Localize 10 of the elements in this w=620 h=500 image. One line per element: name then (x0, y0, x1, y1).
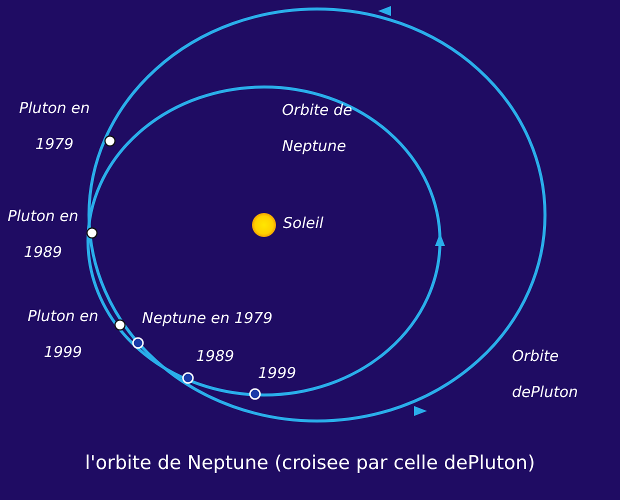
caption: l'orbite de Neptune (croisee par celle dePluton) (84, 452, 536, 474)
position-label: Pluton en 1999 (26, 306, 100, 363)
orbit-label: Orbite de Neptune (282, 100, 354, 157)
sun-label: Soleil (283, 213, 324, 234)
orbit-label: Orbite dePluton (512, 346, 580, 403)
position-label: Neptune en 1979 (142, 308, 273, 329)
year-label: 1999 (258, 363, 296, 384)
position-label: Pluton en 1979 (18, 98, 91, 155)
position-label: Pluton en 1989 (6, 206, 80, 263)
year-label: 1989 (196, 346, 234, 367)
